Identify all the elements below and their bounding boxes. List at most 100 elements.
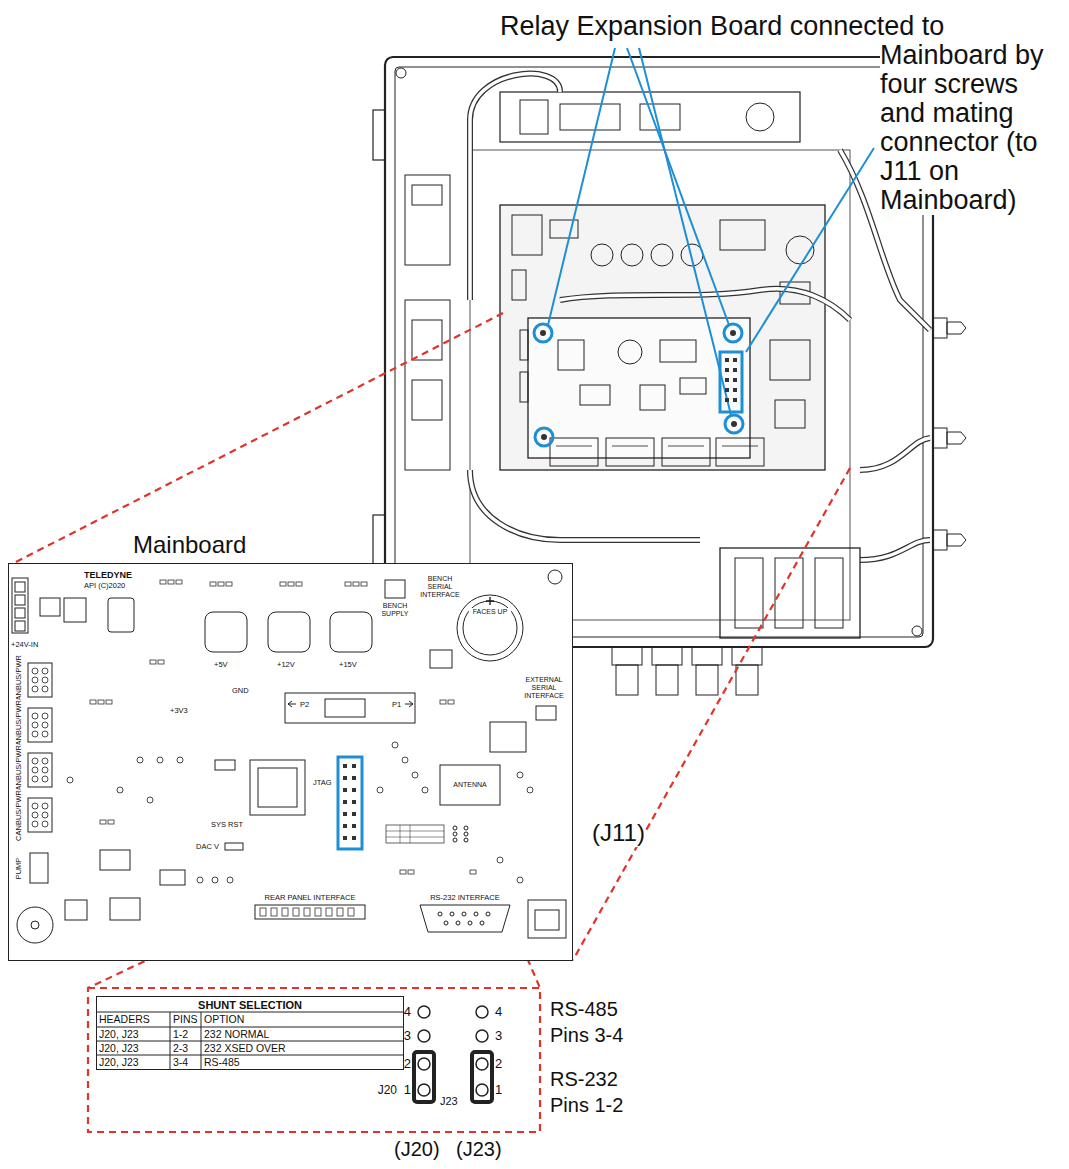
pin-number: 1 <box>495 1082 507 1098</box>
label-anchor: EXTERNAL SERIAL INTERFACE <box>520 676 568 700</box>
enclosure <box>770 340 810 380</box>
small-parts <box>288 582 294 586</box>
j11-pins <box>343 824 347 828</box>
label-anchor: 1-2 <box>173 1027 199 1041</box>
mainboard-drawing <box>325 699 365 717</box>
table-cell: J20, J23 <box>99 1041 168 1055</box>
j11-pins <box>343 836 347 840</box>
enclosure <box>696 665 718 695</box>
callout-lines <box>534 324 552 342</box>
mainboard-drawing <box>453 838 457 842</box>
small-parts <box>377 787 383 793</box>
mainboard-drawing <box>160 870 185 885</box>
silkscreen-text: BENCH SUPPLY <box>377 602 413 618</box>
small-parts <box>392 742 398 748</box>
enclosure <box>947 432 966 444</box>
label-anchor: 2 <box>399 1056 411 1072</box>
label-anchor: BENCH SUPPLY <box>377 602 413 618</box>
label-anchor: P2 <box>300 700 309 709</box>
enclosure <box>550 438 598 466</box>
small-parts <box>353 582 359 586</box>
small-parts <box>67 580 533 883</box>
label-anchor: (J20) <box>394 1137 440 1161</box>
mainboard-drawing <box>464 838 468 842</box>
small-parts <box>296 582 302 586</box>
mainboard-drawing <box>205 612 247 652</box>
mainboard-drawing <box>42 767 48 773</box>
enclosure <box>470 470 700 540</box>
mainboard-drawing <box>64 598 86 622</box>
enclosure <box>716 438 764 466</box>
mainboard-drawing <box>28 708 52 742</box>
label-anchor: 1 <box>399 1082 411 1098</box>
enclosure <box>512 215 542 255</box>
label-anchor: 2-3 <box>173 1041 199 1055</box>
screw-heads <box>733 388 737 392</box>
small-parts <box>470 870 476 874</box>
screw-heads <box>541 434 547 440</box>
mainboard-drawing <box>463 601 517 655</box>
pin-number: 1 <box>399 1082 411 1098</box>
callout-text: Relay Expansion Board connected to Mainb… <box>880 12 1058 215</box>
mainboard-drawing <box>536 706 556 720</box>
header-pins <box>472 1052 492 1102</box>
mainboard-drawing <box>490 722 526 752</box>
enclosure <box>470 150 850 620</box>
small-parts <box>176 580 182 584</box>
rear-connector-pins <box>326 908 332 916</box>
j11-pins <box>352 764 356 768</box>
enclosure <box>860 540 930 560</box>
mainboard-drawing <box>15 621 25 631</box>
mainboard-drawing <box>32 758 38 764</box>
header-pins <box>476 1006 488 1018</box>
table-grid <box>96 1012 404 1013</box>
zoom-lines <box>88 988 540 1132</box>
small-parts <box>412 772 418 778</box>
j11-pins <box>352 800 356 804</box>
mainboard-drawing <box>42 821 48 827</box>
callout-lines <box>720 352 742 412</box>
screw-heads <box>733 358 737 362</box>
table-cell: J20, J23 <box>99 1027 168 1041</box>
table-title: SHUNT SELECTION <box>97 997 403 1013</box>
enclosure <box>656 665 678 695</box>
mainboard-drawing <box>32 776 38 782</box>
silkscreen-text: CANBUS/PWR <box>14 654 23 706</box>
header-pins <box>476 1030 488 1042</box>
mainboard-drawing <box>285 693 415 723</box>
enclosure <box>720 548 860 638</box>
screw-heads <box>733 378 737 382</box>
mainboard-drawing <box>258 768 297 807</box>
table-cell: J20, J23 <box>99 1055 168 1070</box>
enclosure <box>640 385 665 410</box>
label-anchor: J23 <box>440 1094 458 1108</box>
screw-heads <box>540 330 546 336</box>
label-anchor: TELEDYNE <box>84 570 132 581</box>
j11-pins <box>352 776 356 780</box>
rear-connector-pins <box>260 908 266 916</box>
silkscreen-text: RS-232 INTERFACE <box>415 893 515 902</box>
enclosure <box>558 340 584 370</box>
label-anchor: 3 <box>399 1028 411 1044</box>
enclosure <box>640 104 680 130</box>
label-anchor: RS-485 <box>204 1055 402 1070</box>
mainboard-drawing <box>32 686 38 692</box>
label-anchor: 2 <box>495 1056 507 1072</box>
mainboard-drawing <box>32 713 38 719</box>
rear-connector-pins <box>282 908 288 916</box>
mainboard-drawing <box>32 821 38 827</box>
mainboard-drawing <box>40 598 60 616</box>
pin-number: 3 <box>495 1028 507 1044</box>
j11-pins <box>343 812 347 816</box>
label-anchor: CANBUS/PWR <box>14 789 23 841</box>
screw-heads <box>725 378 729 382</box>
label-anchor: DAC V <box>196 842 219 851</box>
mainboard-drawing <box>32 668 38 674</box>
mainboard-drawing <box>330 612 372 652</box>
mainboard-drawing <box>32 812 38 818</box>
enclosure <box>412 380 442 420</box>
header-pins <box>418 1058 430 1070</box>
mainboard-drawing <box>268 612 310 652</box>
enclosure <box>815 558 843 628</box>
